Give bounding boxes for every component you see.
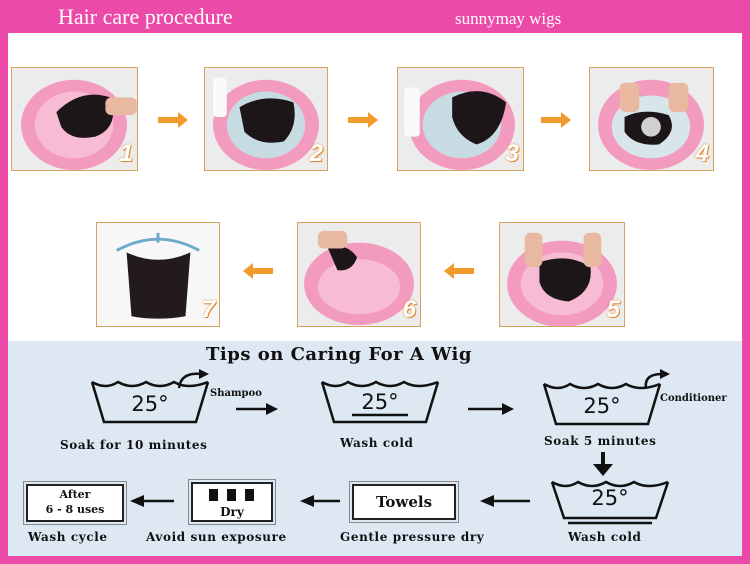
wash-cycle-label: Wash cycle — [28, 530, 108, 544]
wash-cold-label: Wash cold — [568, 530, 642, 544]
after-label: After — [59, 488, 91, 501]
basin-squeeze-icon — [500, 223, 624, 326]
basin-lather-icon — [590, 68, 713, 170]
dry-bars-icon — [209, 489, 254, 501]
arrow-left-icon — [243, 263, 273, 279]
curved-arrow-icon — [177, 369, 209, 389]
wash-tub-icon: 25° — [88, 378, 212, 428]
wash-tub-icon: 25° — [548, 478, 672, 525]
wash-tub-icon: 25° — [540, 380, 664, 430]
tub-temperature: 25° — [361, 390, 399, 414]
tub-temperature: 25° — [591, 486, 629, 510]
arrow-right-icon — [348, 112, 378, 128]
arrow-right-icon — [158, 112, 188, 128]
basin-soak-icon — [12, 68, 137, 170]
arrow-right-icon — [541, 112, 571, 128]
wash-tub-icon: 25° — [318, 378, 442, 428]
towels-box: Towels — [349, 481, 459, 523]
basin-wet-hair-icon — [205, 68, 327, 170]
soak-5-label: Soak 5 minutes — [544, 434, 657, 448]
arrow-left-icon — [444, 263, 474, 279]
shampoo-label: Shampoo — [210, 388, 262, 399]
wash-cold-label: Wash cold — [340, 436, 414, 450]
step-photo-1: 1 — [11, 67, 138, 171]
step-photo-6: 6 — [297, 222, 421, 327]
arrow-left-icon — [300, 494, 340, 508]
arrow-right-icon — [468, 402, 514, 416]
towels-label: Towels — [375, 493, 433, 511]
arrow-right-icon — [236, 402, 278, 416]
step-number: 3 — [505, 140, 519, 167]
after-uses-box: After 6 - 8 uses — [23, 481, 127, 525]
step-photo-2: 2 — [204, 67, 328, 171]
step-number: 5 — [606, 296, 620, 323]
tips-panel — [8, 341, 742, 556]
step-number: 7 — [201, 296, 215, 323]
step-number: 4 — [695, 140, 709, 167]
avoid-sun-label: Avoid sun exposure — [146, 530, 287, 544]
basin-shampoo-icon — [398, 68, 523, 170]
dry-box: Dry — [188, 479, 276, 525]
curved-arrow-icon — [644, 369, 670, 389]
step-number: 6 — [402, 296, 416, 323]
brand-name: sunnymay wigs — [455, 9, 562, 28]
step-number: 1 — [119, 140, 133, 167]
arrow-down-icon — [593, 452, 613, 476]
page-title: Hair care procedure — [58, 4, 233, 29]
dry-label: Dry — [220, 505, 244, 519]
tips-title: Tips on Caring For A Wig — [206, 344, 472, 365]
arrow-left-icon — [130, 494, 174, 508]
step-photo-4: 4 — [589, 67, 714, 171]
basin-rinse-icon — [298, 223, 420, 326]
step-photo-5: 5 — [499, 222, 625, 327]
tub-temperature: 25° — [583, 394, 621, 418]
tub-temperature: 25° — [131, 392, 169, 416]
step-photo-3: 3 — [397, 67, 524, 171]
soak-10-label: Soak for 10 minutes — [60, 438, 208, 452]
step-number: 2 — [309, 140, 323, 167]
gentle-dry-label: Gentle pressure dry — [340, 530, 485, 544]
arrow-left-icon — [480, 494, 530, 508]
uses-label: 6 - 8 uses — [45, 503, 105, 516]
step-photo-7: 7 — [96, 222, 220, 327]
conditioner-label: Conditioner — [660, 393, 727, 404]
hanging-hair-icon — [97, 223, 219, 326]
